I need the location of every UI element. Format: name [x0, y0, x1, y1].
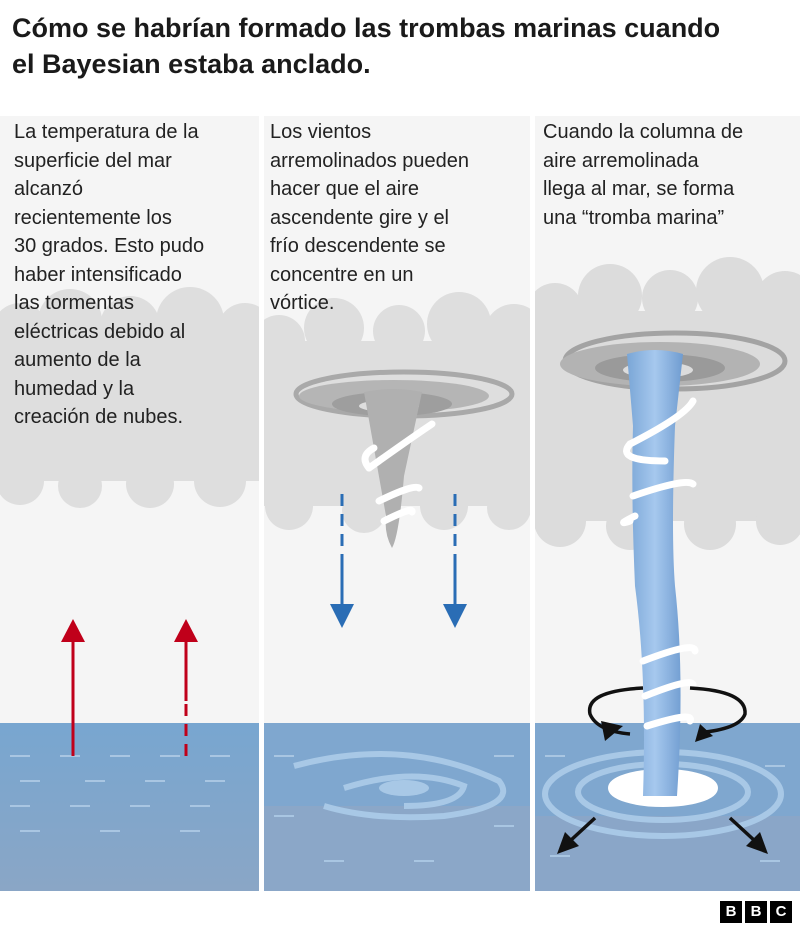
cloud-band [0, 287, 259, 508]
panel-warm-sea: La temperatura de la superficie del mar … [0, 116, 259, 891]
caption-panel-2: Los vientos arremolinados pueden hacer q… [270, 118, 528, 318]
spiral-wind [620, 397, 699, 730]
caption-panel-1: La temperatura de la superficie del mar … [14, 118, 259, 432]
cold-air-arrow-right [443, 494, 467, 628]
caption-line: Los vientos [270, 121, 372, 143]
caption-line: una “tromba marina” [543, 206, 725, 229]
title-line-2: el Bayesian estaba anclado. [12, 49, 371, 79]
caption-line: alcanzó [14, 178, 83, 200]
caption-line: ascendente gire y el [270, 206, 450, 229]
caption-line: humedad y la [14, 377, 135, 400]
rotation-arrowhead-right [695, 724, 713, 742]
caption-panel-3: Cuando la columna de aire arremolinada l… [543, 118, 798, 232]
panel-2-illustration [264, 292, 530, 891]
bbc-logo-letter: C [770, 901, 792, 923]
sea [264, 723, 530, 891]
panel-divider [259, 116, 264, 891]
bbc-logo-letter: B [720, 901, 742, 923]
panel-divider [530, 116, 535, 891]
caption-line: aumento de la [14, 349, 141, 371]
caption-line: aire arremolinada [543, 149, 699, 172]
cold-air-arrow-left [330, 494, 354, 628]
panel-3-illustration [535, 257, 800, 891]
caption-line: eléctricas debido al [14, 320, 186, 343]
panel-waterspout: Cuando la columna de aire arremolinada l… [535, 116, 800, 891]
caption-line: Cuando la columna de [543, 121, 744, 143]
caption-line: recientemente los [14, 206, 172, 229]
caption-line: hacer que el aire [270, 178, 419, 200]
title: Cómo se habrían formado las trombas mari… [12, 10, 792, 82]
panel-1-illustration [0, 287, 259, 891]
warm-air-arrow-left [61, 619, 85, 756]
sea [0, 723, 259, 891]
outflow-arrow-left [557, 816, 597, 854]
title-line-1: Cómo se habrían formado las trombas mari… [12, 13, 721, 43]
caption-line: arremolinados pueden [270, 149, 470, 172]
caption-line: La temperatura de la [14, 121, 199, 143]
caption-line: haber intensificado [14, 263, 182, 286]
caption-line: concentre en un [270, 263, 414, 286]
caption-line: superficie del mar [14, 149, 172, 172]
rotation-arrowhead-left [601, 721, 623, 741]
funnel-cloud [364, 389, 422, 548]
panel-vortex-forming: Los vientos arremolinados pueden hacer q… [264, 116, 530, 891]
caption-line: llega al mar, se forma [543, 178, 735, 200]
sea [535, 723, 800, 891]
bbc-logo-letter: B [745, 901, 767, 923]
spiral-wind [361, 420, 436, 525]
bbc-logo: B B C [720, 901, 792, 923]
cloud-band [264, 292, 530, 533]
caption-line: las tormentas [14, 292, 135, 314]
sea-swirl [293, 751, 507, 821]
caption-line: creación de nubes. [14, 406, 184, 428]
caption-line: frío descendente se [270, 235, 446, 257]
caption-line: vórtice. [270, 292, 335, 314]
warm-air-arrow-right [174, 619, 198, 756]
caption-line: 30 grados. Esto pudo [14, 235, 205, 257]
outflow-arrow-right [728, 816, 768, 854]
